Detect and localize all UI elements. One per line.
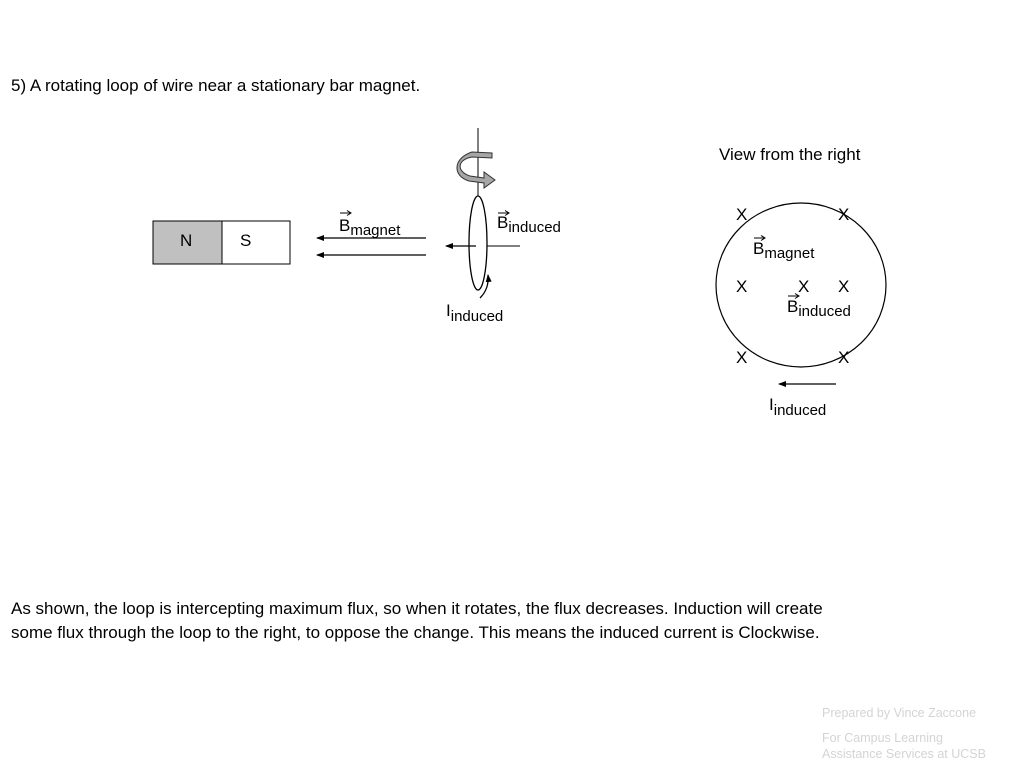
into-page-mark: X [838, 205, 849, 224]
svg-text:Bmagnet: Bmagnet [339, 216, 401, 239]
svg-text:Binduced: Binduced [787, 297, 851, 320]
wire-loop [468, 195, 488, 291]
explanation-line: some flux through the loop to the right,… [11, 623, 820, 642]
b-magnet-label: Bmagnet [339, 210, 401, 239]
into-page-mark: X [798, 277, 809, 296]
credit-org-line: For Campus Learning [822, 731, 943, 745]
right-view-b-magnet-label: Bmagnet [753, 235, 815, 262]
magnet-south-pole [221, 220, 291, 265]
bar-magnet: N S [152, 220, 291, 265]
into-page-mark: X [736, 277, 747, 296]
credit-author: Prepared by Vince Zaccone [822, 706, 977, 720]
explanation-line: As shown, the loop is intercepting maxim… [11, 599, 823, 618]
into-page-mark: X [736, 348, 747, 367]
svg-text:Bmagnet: Bmagnet [753, 239, 815, 262]
explanation-text: As shown, the loop is intercepting maxim… [11, 597, 1011, 645]
svg-text:Binduced: Binduced [497, 213, 561, 236]
rotation-arrow-icon [456, 151, 496, 189]
into-page-mark: X [736, 205, 747, 224]
problem-title: 5) A rotating loop of wire near a statio… [11, 76, 421, 95]
right-view-b-induced-label: Binduced [787, 293, 851, 320]
i-induced-label: Iinduced [446, 301, 503, 325]
right-view-title: View from the right [719, 145, 861, 164]
credit-org-line: Assistance Services at UCSB [822, 747, 986, 761]
credit-watermark: Prepared by Vince Zaccone For Campus Lea… [822, 705, 986, 762]
south-pole-label: S [240, 231, 251, 250]
into-page-mark: X [838, 277, 849, 296]
north-pole-label: N [180, 231, 192, 250]
loop-face-view [715, 202, 887, 368]
i-induced-arrow [479, 274, 492, 299]
right-view-i-induced-label: Iinduced [769, 395, 826, 419]
b-induced-label: Binduced [497, 210, 561, 236]
into-page-mark: X [838, 348, 849, 367]
